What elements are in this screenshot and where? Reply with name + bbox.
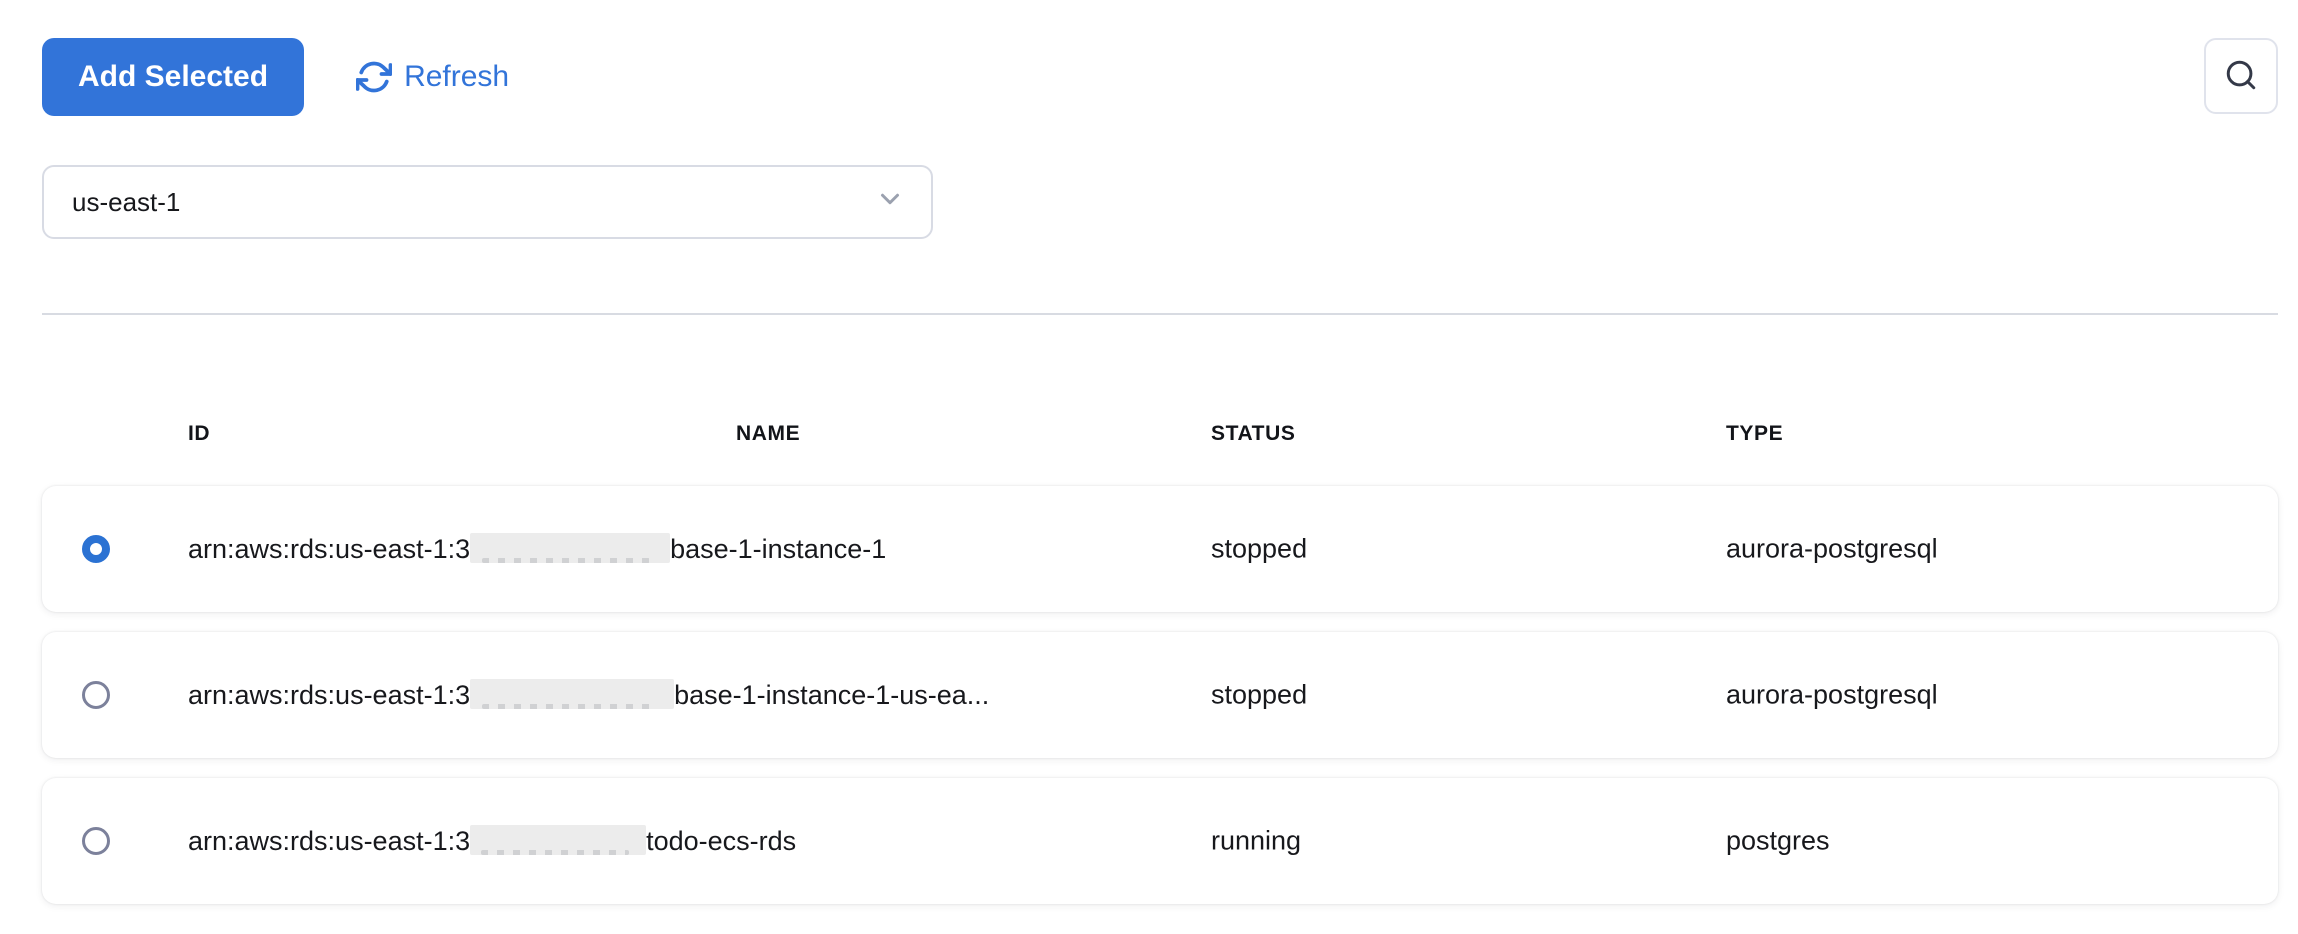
- region-select-value: us-east-1: [72, 186, 181, 217]
- column-header-name: NAME: [736, 422, 801, 445]
- column-header-id: ID: [188, 422, 211, 445]
- column-header-type: TYPE: [1726, 422, 1784, 445]
- region-select[interactable]: us-east-1: [42, 165, 933, 239]
- toolbar-left: Add Selected Refresh: [42, 38, 509, 116]
- instance-status: stopped: [1211, 679, 1308, 710]
- instance-type: postgres: [1726, 825, 1830, 856]
- refresh-button[interactable]: Refresh: [356, 59, 509, 95]
- search-icon: [2224, 58, 2258, 95]
- divider: [42, 313, 2278, 315]
- instance-type: aurora-postgresql: [1726, 679, 1938, 710]
- redacted-account-id: [470, 533, 671, 563]
- chevron-down-icon: [875, 184, 905, 221]
- toolbar: Add Selected Refresh: [42, 0, 2278, 116]
- instance-status: stopped: [1211, 533, 1308, 564]
- row-radio[interactable]: [82, 681, 110, 709]
- table-header: ID NAME STATUS TYPE: [42, 422, 2278, 452]
- refresh-icon: [356, 59, 393, 95]
- instance-type: aurora-postgresql: [1726, 533, 1938, 564]
- instance-status: running: [1211, 825, 1302, 856]
- redacted-account-id: [470, 679, 675, 709]
- row-radio[interactable]: [82, 827, 110, 855]
- row-radio[interactable]: [82, 535, 110, 563]
- rds-instance-picker: Add Selected Refresh: [42, 0, 2278, 904]
- search-button[interactable]: [2204, 38, 2278, 114]
- redacted-account-id: [470, 825, 647, 855]
- column-header-status: STATUS: [1211, 422, 1296, 445]
- add-selected-button[interactable]: Add Selected: [42, 38, 305, 116]
- refresh-label: Refresh: [404, 60, 510, 93]
